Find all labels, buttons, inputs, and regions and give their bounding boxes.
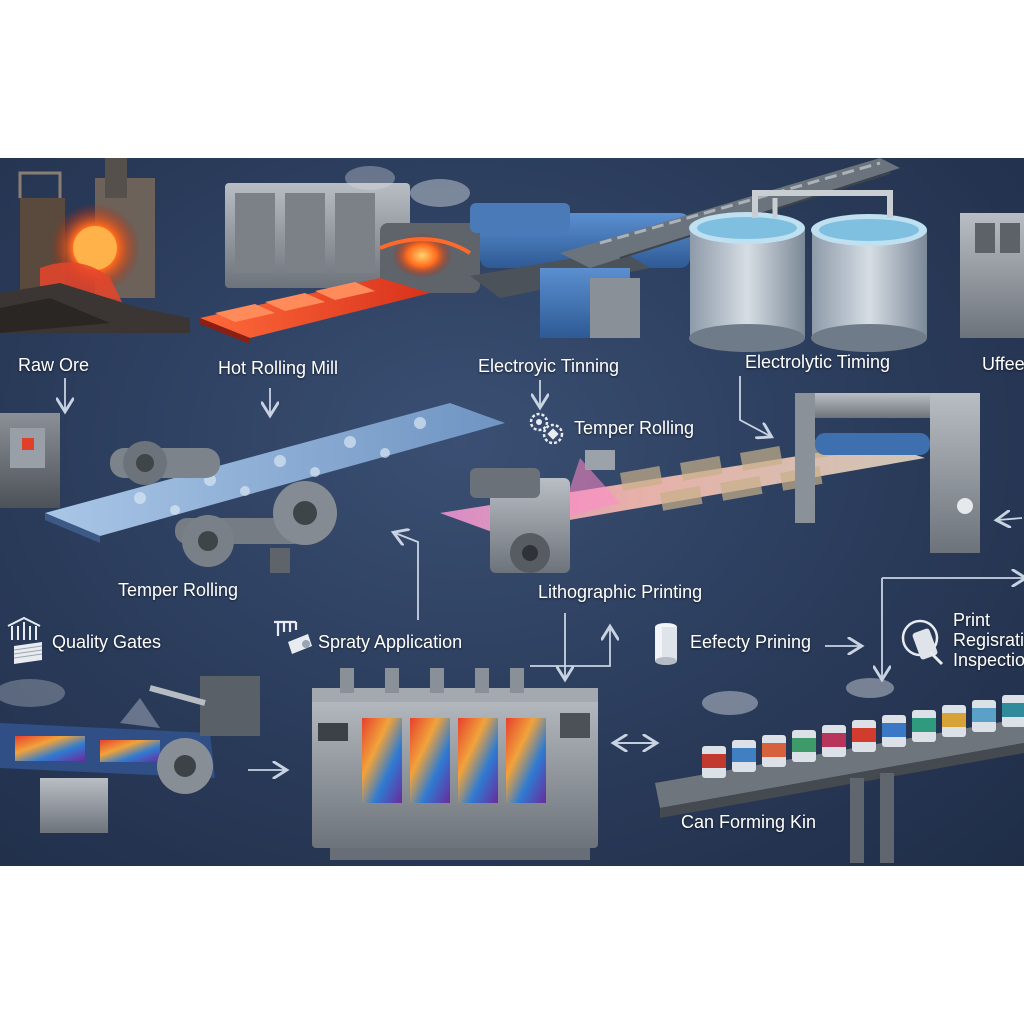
label-temper-rolling-top: Temper Rolling	[574, 418, 695, 438]
label-electroyic-tinning: Electroyic Tinning	[478, 356, 620, 376]
label-can-forming-kin: Can Forming Kin	[681, 812, 817, 832]
label-eefecty-prining: Eefecty Prining	[690, 632, 812, 652]
uffee-machine	[960, 213, 1024, 338]
label-print-registration: Print Regisrati Inspectio	[953, 610, 1024, 670]
can-forming-line	[655, 678, 1024, 863]
gear-icon	[527, 410, 565, 451]
inspection-icon	[900, 618, 946, 673]
electrolytic-tanks	[689, 190, 927, 352]
spray-application-line	[0, 676, 260, 833]
label-uffee: Uffee	[982, 354, 1024, 374]
label-lithographic-printing: Lithographic Printing	[538, 582, 703, 602]
left-machine	[0, 413, 60, 508]
label-hot-rolling-mill: Hot Rolling Mill	[218, 358, 339, 378]
label-print-registration-line3: Inspectio	[953, 650, 1024, 670]
label-electrolytic-timing: Electrolytic Timing	[745, 352, 891, 372]
label-quality-gates: Quality Gates	[52, 632, 162, 652]
label-spraty-application: Spraty Application	[318, 632, 463, 652]
can-icon	[652, 622, 680, 673]
flow-arrows	[65, 376, 1024, 770]
temper-rolling-conveyor	[45, 403, 505, 573]
diagram-artwork	[0, 158, 1024, 863]
label-print-registration-line1: Print	[953, 610, 991, 630]
raw-ore-furnace	[0, 158, 190, 333]
process-diagram: Raw Ore Hot Rolling Mill Electroyic Tinn…	[0, 158, 1024, 866]
spray-icon	[270, 616, 314, 661]
label-temper-rolling: Temper Rolling	[118, 580, 239, 600]
lithographic-printing-press	[440, 393, 980, 573]
label-raw-ore: Raw Ore	[18, 355, 90, 375]
printing-cabinets	[312, 668, 598, 860]
stack-icon	[4, 616, 46, 671]
label-print-registration-line2: Regisrati	[953, 630, 1024, 650]
